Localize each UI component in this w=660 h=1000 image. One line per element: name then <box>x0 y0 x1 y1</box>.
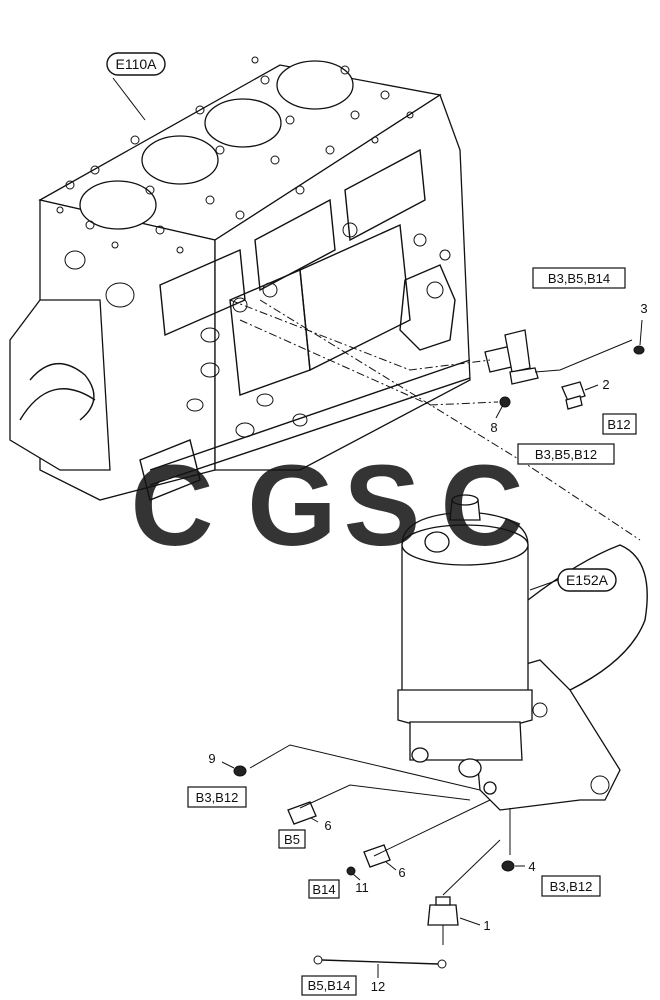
group-box-9: B3,B12 <box>187 786 247 808</box>
svg-text:B3,B12: B3,B12 <box>550 879 593 894</box>
washer-11 <box>346 866 356 876</box>
sender-unit-1 <box>427 896 459 945</box>
svg-text:B3,B5,B14: B3,B5,B14 <box>548 271 610 286</box>
svg-text:E110A: E110A <box>116 56 158 72</box>
svg-text:B3,B12: B3,B12 <box>196 790 239 805</box>
part-number-9: 9 <box>208 751 215 766</box>
part-number-1: 1 <box>483 918 490 933</box>
union-6a <box>287 801 317 825</box>
lead-wire-12 <box>313 955 447 969</box>
watermark-letter-g: G <box>247 442 336 570</box>
watermark-letter-c2: C <box>440 442 523 570</box>
part-number-4: 4 <box>528 859 535 874</box>
watermark-letter-c1: C <box>130 442 213 570</box>
part-number-3: 3 <box>640 301 647 316</box>
part-number-2: 2 <box>602 377 609 392</box>
group-box-b12: B12 <box>602 413 637 435</box>
part-number-11: 11 <box>355 880 369 895</box>
part-number-6b: 6 <box>398 865 405 880</box>
part-number-12: 12 <box>371 979 385 994</box>
plug-4 <box>501 860 515 872</box>
plug-8 <box>499 396 511 408</box>
oil-pressure-switch <box>561 381 586 410</box>
engine-block <box>9 56 471 501</box>
watermark: C G S C <box>130 442 523 570</box>
svg-text:B5: B5 <box>284 832 300 847</box>
callout-engine-block: E110A <box>106 52 166 76</box>
svg-text:B3,B5,B12: B3,B5,B12 <box>535 447 597 462</box>
group-box-mid: B3,B5,B12 <box>517 443 615 465</box>
svg-text:B12: B12 <box>607 417 630 432</box>
part-number-6a: 6 <box>324 818 331 833</box>
svg-text:E152A: E152A <box>566 572 609 588</box>
svg-text:B14: B14 <box>312 882 335 897</box>
watermark-letter-s: S <box>344 442 421 570</box>
plug-3 <box>633 345 645 355</box>
group-box-12: B5,B14 <box>301 975 357 996</box>
group-box-b14: B14 <box>308 879 340 899</box>
tee-fitting <box>484 329 539 385</box>
callout-oil-filter: E152A <box>557 568 617 592</box>
group-box-4: B3,B12 <box>541 875 601 897</box>
svg-text:B5,B14: B5,B14 <box>308 978 351 993</box>
plug-9 <box>233 765 247 777</box>
union-6b <box>363 844 391 868</box>
part-number-8: 8 <box>490 420 497 435</box>
group-box-b5: B5 <box>278 829 306 849</box>
oil-filter-assembly <box>397 494 648 811</box>
group-box-top: B3,B5,B14 <box>532 267 626 289</box>
